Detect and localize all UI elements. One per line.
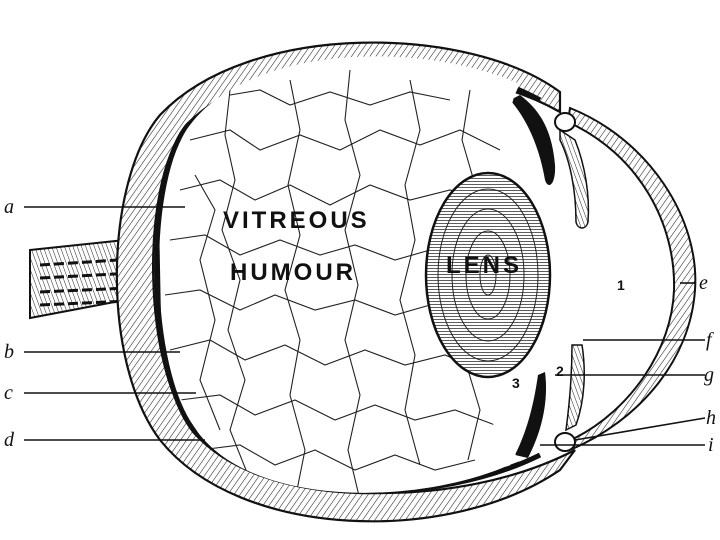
callout-i: i [708,434,714,456]
callout-f: f [706,329,714,351]
region-3-label: 3 [512,375,520,391]
region-2-label: 2 [556,363,564,379]
callout-d: d [4,429,15,451]
vitreous-label: VITREOUS [223,207,370,234]
callout-g: g [704,364,714,386]
callout-h: h [706,407,716,429]
humour-label: HUMOUR [230,259,356,286]
callout-e: e [699,272,708,294]
callout-c: c [4,382,13,404]
cornea [568,108,695,450]
callout-a: a [4,196,14,218]
callout-b: b [4,341,14,363]
region-1-label: 1 [617,277,625,293]
iris-lower [515,345,584,458]
lens-label: LENS [446,252,522,279]
